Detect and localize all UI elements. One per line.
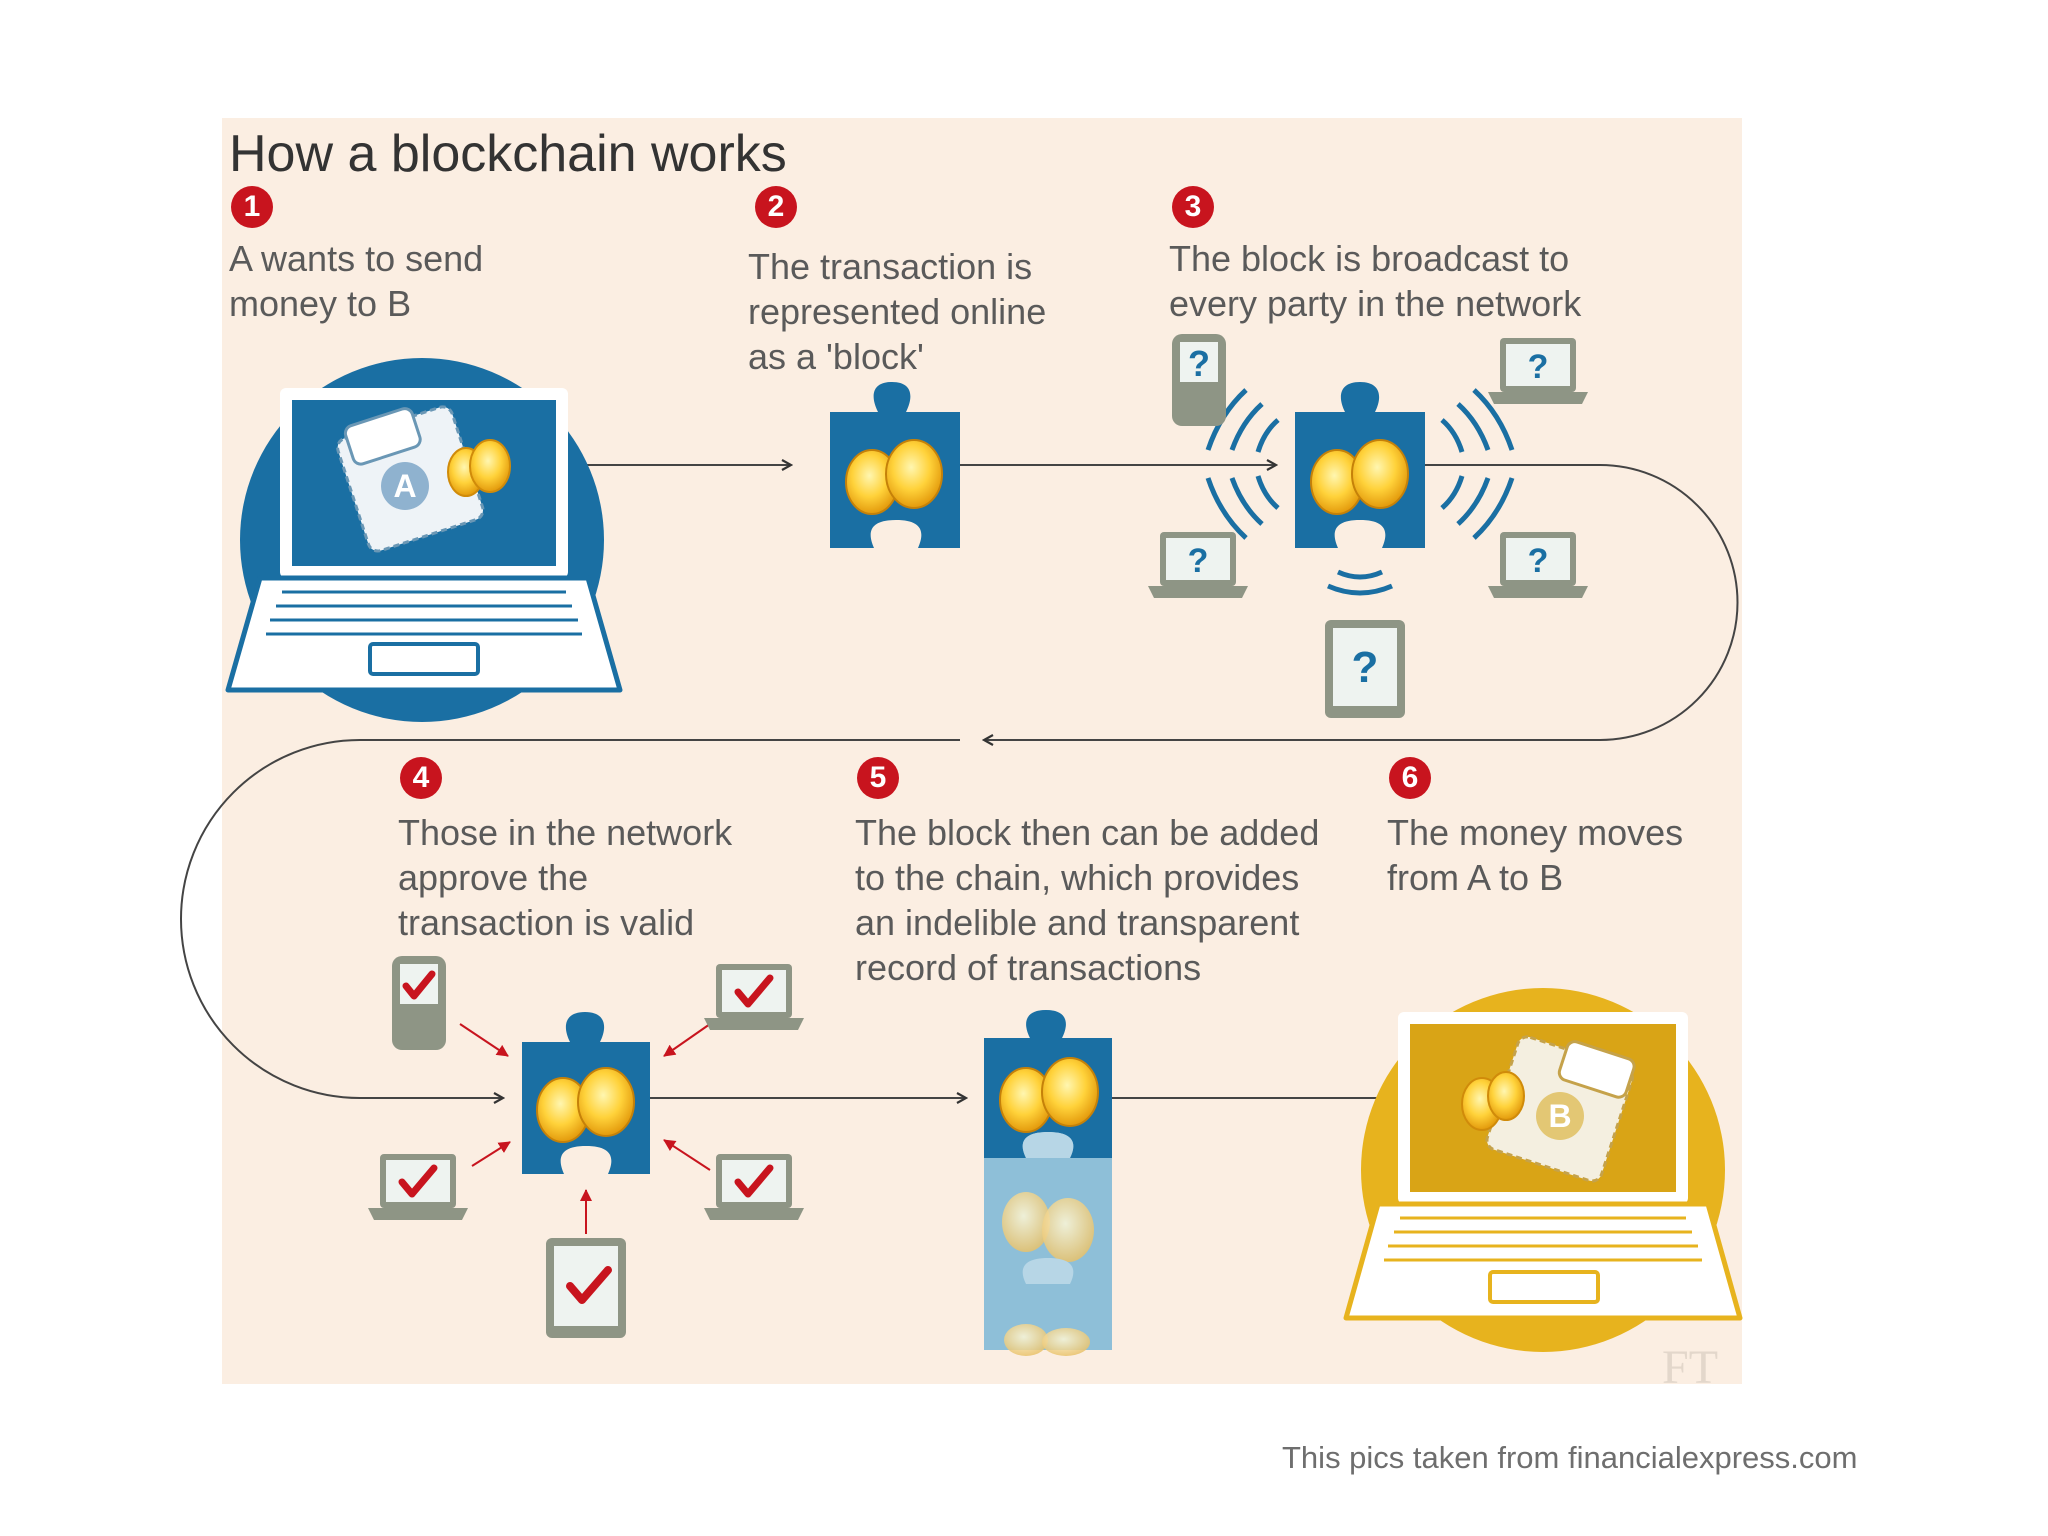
step-1-line-2: money to B (229, 283, 412, 324)
step-2-badge: 2 (755, 186, 797, 228)
step-4-line-3: transaction is valid (398, 902, 695, 943)
step-6-description: The money moves from A to B (1387, 810, 1683, 900)
question-mark: ? (1352, 643, 1379, 692)
step-5-line-1: The block then can be added (855, 812, 1320, 853)
step-3-badge: 3 (1172, 186, 1214, 228)
network-laptop-unverified-right: ? (1488, 532, 1588, 598)
block-chain (984, 1010, 1112, 1356)
step-3-description: The block is broadcast to every party in… (1169, 236, 1581, 326)
question-mark: ? (1188, 542, 1209, 580)
step-2-line-2: represented online (748, 291, 1047, 332)
question-mark: ? (1528, 348, 1549, 386)
step-5-line-2: to the chain, which provides (855, 857, 1300, 898)
receiver-wallet-letter: B (1548, 1098, 1572, 1134)
ft-watermark: FT (1662, 1341, 1719, 1394)
step-4-badge: 4 (400, 757, 442, 799)
step-3-line-2: every party in the network (1169, 283, 1582, 324)
question-mark: ? (1528, 542, 1549, 580)
receiver-wallet (1485, 1035, 1636, 1183)
step-2-line-1: The transaction is (748, 246, 1033, 287)
sender-wallet-badge (381, 462, 429, 510)
step-4-line-1: Those in the network (398, 812, 733, 853)
step-3-line-1: The block is broadcast to (1169, 238, 1570, 279)
receiver-wallet-badge (1536, 1092, 1584, 1140)
transaction-block (830, 382, 960, 548)
network-laptop-approved-top (704, 964, 804, 1030)
step-6-line-1: The money moves (1387, 812, 1684, 853)
network-tablet-unverified: ? (1325, 620, 1405, 718)
question-mark: ? (1188, 343, 1210, 384)
network-laptop-unverified-left: ? (1148, 532, 1248, 598)
sender-wallet (336, 405, 485, 553)
step-5-line-4: record of transactions (855, 947, 1202, 988)
approval-block (522, 1012, 650, 1174)
broadcast-block (1295, 382, 1425, 548)
step-2-description: The transaction is represented online as… (748, 244, 1046, 379)
network-phone-unverified: ? (1172, 334, 1226, 426)
step-5-badge: 5 (857, 757, 899, 799)
network-laptop-unverified-top: ? (1488, 338, 1588, 404)
step-2-line-3: as a 'block' (748, 336, 924, 377)
network-laptop-approved-right (704, 1154, 804, 1220)
step-5-line-3: an indelible and transparent (855, 902, 1300, 943)
sender-wallet-letter: A (393, 468, 417, 504)
step-1-badge: 1 (231, 186, 273, 228)
step-4-line-2: approve the (398, 857, 589, 898)
network-phone-approved (392, 956, 446, 1050)
step-5-description: The block then can be added to the chain… (855, 810, 1319, 990)
step-6-line-2: from A to B (1387, 857, 1564, 898)
receiver-coins (1461, 1071, 1525, 1131)
sender-coins (447, 439, 511, 497)
source-caption: This pics taken from financialexpress.co… (1282, 1440, 1858, 1475)
network-tablet-approved (546, 1238, 626, 1338)
step-1-description: A wants to send money to B (229, 236, 483, 326)
infographic-title: How a blockchain works (229, 125, 787, 183)
network-laptop-approved-left (368, 1154, 468, 1220)
step-4-description: Those in the network approve the transac… (398, 810, 732, 945)
approval-arrows (459, 1023, 711, 1234)
step-1-line-1: A wants to send (229, 238, 484, 279)
step-6-badge: 6 (1389, 757, 1431, 799)
